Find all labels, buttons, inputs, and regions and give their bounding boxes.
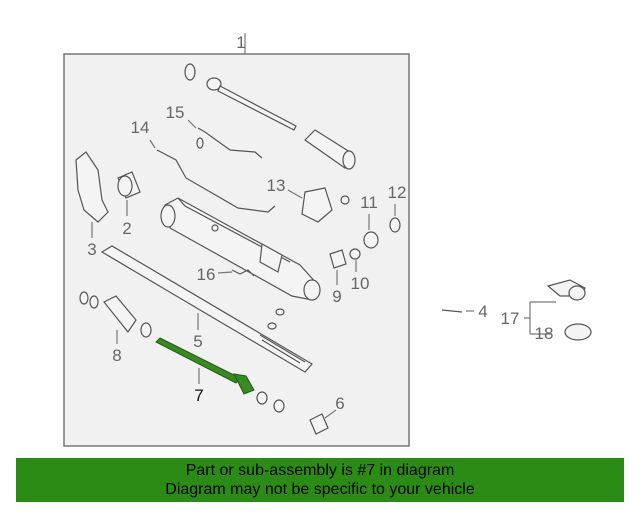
callout-9[interactable]: 9 [332,287,341,306]
pressure-line-15 [197,127,263,159]
return-line-14 [156,149,276,213]
callout-7[interactable]: 7 [194,386,203,405]
footer-line-2: Diagram may not be specific to your vehi… [165,481,475,498]
callout-18[interactable]: 18 [535,324,554,343]
valve-13 [301,187,350,223]
rack-bar [100,245,313,373]
parts-diagram: 1 5 15 14 3 2 [63,33,592,447]
boot-18 [564,323,592,341]
callout-4[interactable]: 4 [478,302,487,321]
callout-15[interactable]: 15 [166,103,185,122]
seal-11 [363,231,379,249]
o-ring-12 [389,217,401,233]
upper-inner-tie-rod [184,63,356,170]
bolt-4 [441,309,463,313]
callout-17[interactable]: 17 [501,309,520,328]
rack-housing [160,197,321,301]
callout-2[interactable]: 2 [122,219,131,238]
clip-16 [231,269,255,277]
callout-13[interactable]: 13 [267,176,286,195]
cap-6 [309,413,329,435]
callout-8[interactable]: 8 [112,346,121,365]
footer-banner: Part or sub-assembly is #7 in diagram Di… [16,458,624,502]
callout-3[interactable]: 3 [87,240,96,259]
plug-10 [349,248,361,260]
bushing-2 [117,171,141,199]
callout-11[interactable]: 11 [360,193,378,212]
footer-line-1: Part or sub-assembly is #7 in diagram [185,462,455,479]
callout-1[interactable]: 1 [236,33,245,52]
callout-16[interactable]: 16 [197,265,216,284]
callout-14[interactable]: 14 [131,118,150,137]
mounting-bracket-3 [75,151,109,223]
callout-10[interactable]: 10 [351,274,370,293]
inner-tie-rod-7[interactable] [155,337,255,395]
callout-12[interactable]: 12 [388,183,407,202]
callout-6[interactable]: 6 [335,394,344,413]
outer-tie-rod-end-17 [546,279,586,301]
cap-9 [329,249,347,269]
callout-5[interactable]: 5 [193,332,202,351]
boot-8 [79,291,152,338]
